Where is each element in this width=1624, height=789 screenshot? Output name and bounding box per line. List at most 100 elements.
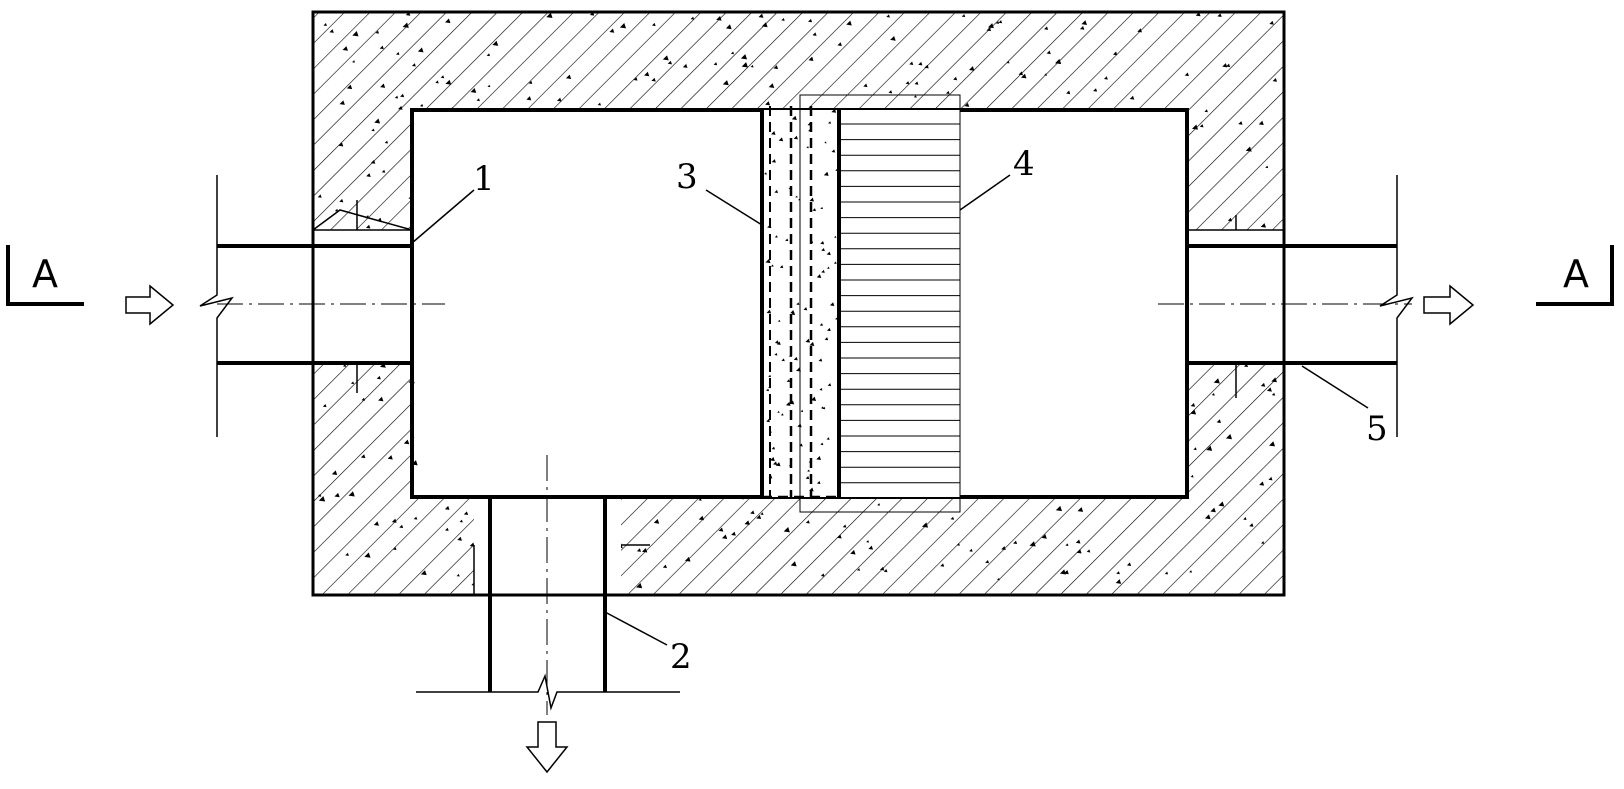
- screen-speck: [831, 149, 836, 153]
- aggregate-speck: [768, 83, 775, 88]
- aggregate-speck: [653, 519, 660, 524]
- aggregate-speck: [526, 96, 532, 101]
- aggregate-speck: [1260, 223, 1267, 228]
- aggregate-speck: [690, 16, 695, 20]
- aggregate-speck: [528, 80, 533, 84]
- aggregate-speck: [740, 54, 748, 60]
- aggregate-speck: [445, 18, 451, 24]
- aggregate-speck: [883, 568, 888, 573]
- aggregate-speck: [1268, 476, 1273, 481]
- screen-speck: [796, 302, 800, 305]
- screen-speck: [821, 269, 825, 273]
- aggregate-speck: [1260, 382, 1266, 387]
- aggregate-speck: [557, 97, 562, 102]
- aggregate-speck: [1272, 77, 1278, 82]
- aggregate-speck: [361, 397, 366, 401]
- aggregate-speck: [411, 63, 416, 67]
- aggregate-speck: [758, 13, 764, 18]
- section-marker-left: A: [6, 245, 84, 306]
- aggregate-speck: [322, 403, 327, 408]
- aggregate-speck: [619, 23, 627, 29]
- screen-speck: [819, 387, 823, 391]
- aggregate-speck: [374, 118, 381, 124]
- screen-speck: [774, 340, 779, 344]
- aggregate-speck: [1271, 377, 1277, 383]
- aggregate-speck: [445, 527, 449, 531]
- aggregate-speck: [381, 169, 386, 173]
- filter-media-layers: [839, 123, 960, 484]
- screen-speck: [824, 141, 827, 144]
- callout-1: 1: [473, 159, 495, 199]
- aggregate-speck: [1018, 71, 1023, 76]
- aggregate-speck: [644, 71, 650, 77]
- aggregate-speck: [1190, 409, 1197, 415]
- screen-speck: [800, 409, 804, 412]
- screen-speck: [780, 413, 784, 416]
- aggregate-speck: [879, 566, 885, 571]
- aggregate-speck: [1249, 523, 1254, 527]
- aggregate-speck: [1269, 441, 1276, 447]
- screen-speck: [769, 456, 775, 462]
- screen-speck: [807, 469, 810, 472]
- aggregate-speck: [1225, 434, 1233, 440]
- screen-speck: [819, 323, 823, 326]
- screen-speck: [771, 446, 776, 450]
- aggregate-speck: [379, 45, 384, 50]
- screen-speck: [822, 406, 826, 410]
- aggregate-speck: [850, 549, 856, 555]
- aggregate-speck: [846, 20, 852, 26]
- aggregate-speck: [961, 14, 966, 18]
- left-wall-opening: [313, 230, 412, 363]
- aggregate-speck: [1076, 549, 1082, 554]
- aggregate-speck: [371, 128, 375, 132]
- screen-speck: [774, 189, 779, 193]
- aggregate-speck: [565, 74, 572, 80]
- inflow-arrow-icon: [125, 284, 175, 326]
- aggregate-speck: [420, 570, 427, 576]
- screen-speck: [827, 383, 832, 387]
- aggregate-speck: [945, 90, 950, 94]
- screen-speck: [795, 195, 798, 198]
- aggregate-speck: [1218, 501, 1225, 507]
- aggregate-speck: [820, 573, 825, 577]
- aggregate-speck: [1258, 120, 1264, 126]
- aggregate-speck: [913, 95, 917, 98]
- aggregate-speck: [1204, 109, 1208, 113]
- aggregate-speck: [445, 79, 452, 85]
- aggregate-speck: [1238, 121, 1243, 125]
- aggregate-speck: [890, 35, 896, 41]
- screen-speck: [826, 437, 830, 440]
- aggregate-speck: [377, 217, 382, 221]
- aggregate-speck: [318, 496, 326, 502]
- aggregate-speck: [756, 514, 762, 520]
- aggregate-speck: [1193, 447, 1197, 451]
- screen-speck: [781, 358, 785, 362]
- screen-speck: [785, 238, 789, 242]
- screen-speck: [805, 475, 810, 480]
- callout-4: 4: [1013, 144, 1035, 184]
- aggregate-speck: [1266, 387, 1272, 392]
- aggregate-speck: [868, 545, 874, 550]
- aggregate-speck: [662, 564, 667, 569]
- aggregate-speck: [761, 22, 768, 28]
- screen-speck: [793, 356, 798, 361]
- aggregate-speck: [998, 20, 1003, 24]
- aggregate-speck: [360, 454, 366, 459]
- aggregate-speck: [812, 32, 817, 36]
- aggregate-speck: [1216, 419, 1221, 424]
- aggregate-speck: [399, 524, 404, 529]
- aggregate-speck: [995, 21, 1000, 24]
- aggregate-speck: [716, 15, 722, 21]
- aggregate-speck: [805, 520, 810, 524]
- aggregate-speck: [350, 381, 355, 385]
- screen-speck: [818, 358, 823, 362]
- aggregate-speck: [773, 65, 779, 70]
- aggregate-speck: [1075, 539, 1081, 544]
- screen-speck: [809, 341, 815, 347]
- aggregate-speck: [345, 552, 349, 556]
- screen-speck: [805, 338, 811, 343]
- aggregate-speck: [750, 64, 754, 68]
- aggregate-speck: [969, 66, 975, 71]
- aggregate-speck: [636, 548, 642, 552]
